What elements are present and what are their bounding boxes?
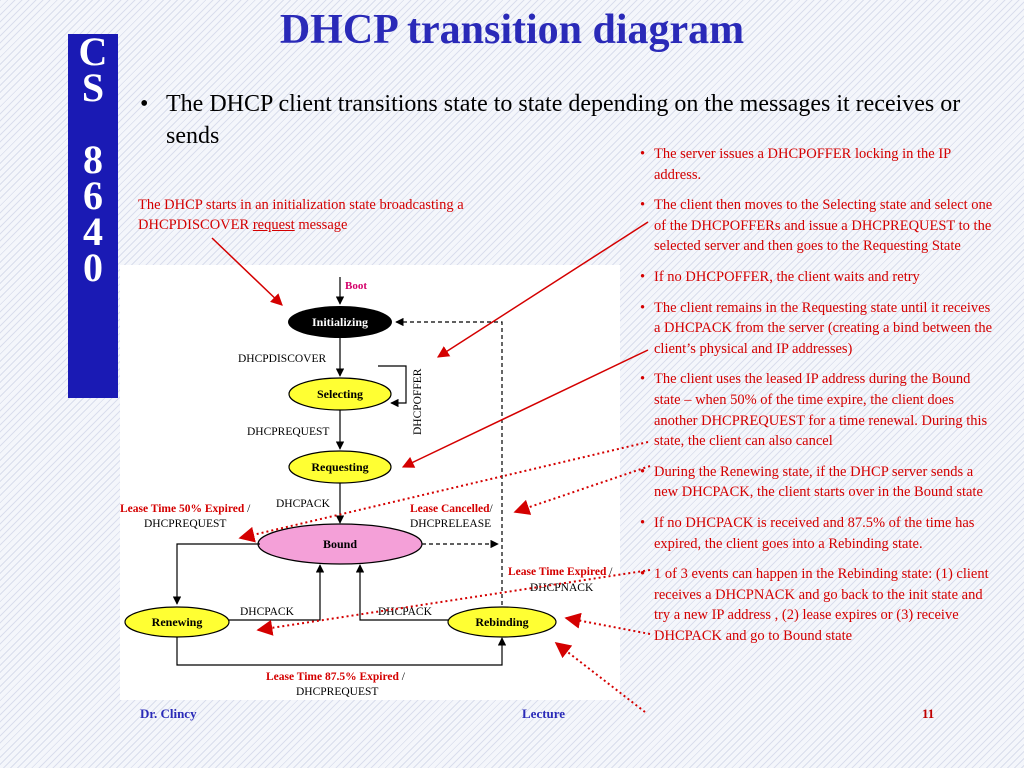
explanation-item: If no DHCPOFFER, the client waits and re…: [640, 267, 1000, 288]
explanation-item: The client uses the leased IP address du…: [640, 369, 1000, 451]
lease-expired-red: Lease Time Expired: [508, 566, 607, 578]
explanation-item: If no DHCPACK is received and 87.5% of t…: [640, 513, 1000, 554]
page-number: 11: [922, 706, 935, 721]
state-initializing: [288, 306, 392, 338]
lease-cancel-label: Lease Cancelled/: [410, 503, 494, 515]
lease-875-red: Lease Time 87.5% Expired: [266, 671, 400, 683]
footer-author: Dr. Clincy: [140, 706, 197, 721]
lease-cancel-sep: /: [490, 503, 494, 515]
state-renewing-label: Renewing: [152, 615, 203, 629]
state-requesting-label: Requesting: [311, 460, 368, 474]
lease-expired-sep: /: [606, 566, 613, 578]
state-selecting-label: Selecting: [317, 387, 363, 401]
state-diagram: Boot Initializing DHCPDISCOVER Selecting…: [120, 265, 620, 700]
lease-50-msg: DHCPREQUEST: [144, 518, 226, 530]
lease-50-sep: /: [244, 503, 251, 515]
init-note-text: The DHCP starts in an initialization sta…: [138, 197, 464, 233]
dhcpoffer-label: DHCPOFFER: [412, 368, 424, 435]
bound-renew-arrow: [172, 543, 260, 605]
dhcpack-rebind-label: DHCPACK: [378, 606, 433, 618]
dhcpdiscover-label: DHCPDISCOVER: [238, 353, 327, 365]
state-initializing-label: Initializing: [312, 315, 368, 329]
state-rebinding-label: Rebinding: [475, 615, 528, 629]
explanation-item: 1 of 3 events can happen in the Rebindin…: [640, 564, 1000, 646]
footer-label: Lecture: [522, 706, 566, 721]
slide-title: DHCP transition diagram: [279, 7, 745, 53]
dhcprequest-label: DHCPREQUEST: [247, 426, 329, 438]
lease-875-msg: DHCPREQUEST: [296, 686, 378, 698]
explanation-item: The server issues a DHCPOFFER locking in…: [640, 144, 1000, 185]
dhcpack-renew-label: DHCPACK: [240, 606, 295, 618]
lease-875-sep: /: [399, 671, 406, 683]
request-link[interactable]: request: [252, 217, 295, 233]
explanation-item: During the Renewing state, if the DHCP s…: [640, 462, 1000, 503]
lease-875-label: Lease Time 87.5% Expired /: [266, 671, 406, 683]
course-code-tag: C S 8 6 4 0: [68, 29, 118, 398]
course-code-char: 0: [83, 245, 103, 290]
dhcpack-req-label: DHCPACK: [276, 498, 331, 510]
init-note: The DHCP starts in an initialization sta…: [138, 195, 558, 235]
lease-cancel-msg: DHCPRELEASE: [410, 518, 491, 530]
explanation-item: The client then moves to the Selecting s…: [640, 195, 1000, 257]
course-code-char: C: [78, 29, 108, 74]
boot-label: Boot: [345, 280, 367, 292]
renew-rebind-arrow: [176, 637, 507, 666]
explanation-list: The server issues a DHCPOFFER locking in…: [640, 144, 1000, 656]
rebind-init-arrow: [395, 317, 503, 605]
lease-cancel-red: Lease Cancelled: [410, 503, 490, 515]
main-bullet: The DHCP client transitions state to sta…: [140, 88, 986, 152]
course-code-char: S: [81, 65, 105, 110]
lease-expired-msg: DHCPNACK: [530, 582, 594, 594]
init-note-text-end: message: [294, 217, 348, 233]
explanation-item: The client remains in the Requesting sta…: [640, 298, 1000, 360]
course-code-char: 6: [83, 173, 103, 218]
lease-50-red: Lease Time 50% Expired: [120, 503, 245, 515]
course-code-char: 4: [83, 209, 103, 254]
state-bound-label: Bound: [323, 537, 357, 551]
lease-expired-label: Lease Time Expired /: [508, 566, 613, 578]
lease-50-label: Lease Time 50% Expired /: [120, 503, 251, 515]
course-code-char: 8: [83, 137, 103, 182]
state-diagram-svg: Boot Initializing DHCPDISCOVER Selecting…: [120, 277, 613, 698]
